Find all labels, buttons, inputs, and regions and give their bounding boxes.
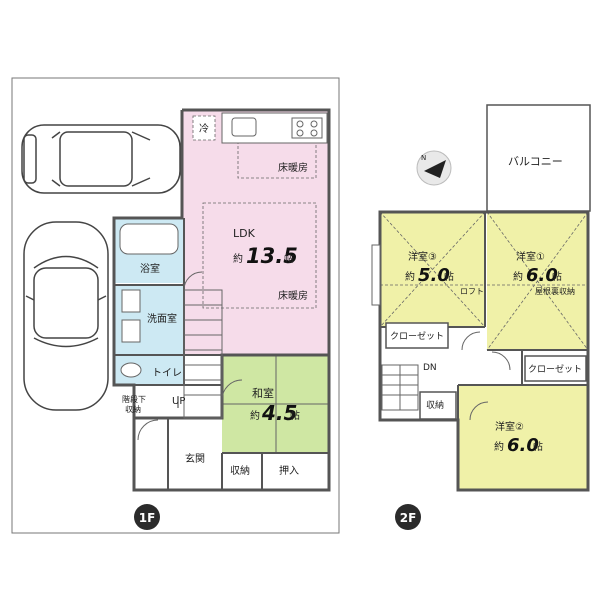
toilet-bowl — [120, 362, 142, 378]
floor-1-badge — [134, 504, 160, 530]
door-swings-1f — [137, 271, 243, 441]
room1-unit: 帖 — [552, 270, 562, 283]
washing-machine-space — [121, 319, 141, 343]
room2-prefix: 約 — [494, 440, 504, 453]
under-stair-label-1: 階段下 — [122, 394, 146, 404]
room3-label: 洋室③ — [408, 250, 437, 263]
stove-icon — [291, 117, 323, 139]
room1-prefix: 約 — [513, 270, 523, 283]
washitsu-size: 4.5 — [261, 401, 297, 425]
floor-2-badge — [395, 504, 421, 530]
car-top — [21, 124, 181, 194]
floor-1-badge-text: 1F — [139, 511, 156, 525]
closet-2 — [524, 355, 587, 382]
floor-heat-label-1: 床暖房 — [278, 161, 308, 174]
up-label: UP — [172, 396, 185, 407]
compass-icon — [416, 150, 452, 186]
bath-label: 浴室 — [140, 262, 160, 275]
bathtub — [119, 223, 179, 255]
room3-unit: 帖 — [444, 270, 454, 283]
washitsu-unit: 帖 — [290, 409, 300, 422]
sink-icon — [231, 117, 257, 137]
loft-label: ロフト — [460, 287, 484, 296]
ldk-prefix: 約 — [233, 252, 243, 265]
floor-heat-area-1 — [237, 142, 317, 179]
storage-label-1f: 収納 — [230, 464, 250, 477]
loft-lines — [379, 211, 589, 351]
ldk-unit: 帖 — [284, 252, 294, 265]
washitsu-prefix: 約 — [250, 409, 260, 422]
compass-label: N — [421, 154, 426, 162]
floor-1: 冷 — [11, 77, 340, 534]
closet-1 — [385, 322, 449, 349]
tatami-lines — [222, 355, 329, 453]
stairs-1f — [183, 289, 223, 419]
toilet-label: トイレ — [152, 368, 182, 379]
floor-heat-area-2 — [202, 202, 317, 309]
fridge-label: 冷 — [199, 122, 209, 135]
attic-label: 屋根裏収納 — [535, 286, 575, 296]
room2-label: 洋室② — [495, 420, 524, 433]
stairs-2f — [381, 364, 419, 411]
storage-2f — [419, 391, 457, 420]
car-bottom — [23, 221, 109, 411]
room3-prefix: 約 — [405, 270, 415, 283]
ldk-size: 13.5 — [246, 244, 298, 268]
room1-size: 6.0 — [526, 265, 558, 286]
ldk-area — [182, 110, 329, 355]
room2-size: 6.0 — [507, 435, 539, 456]
washroom-label: 洗面室 — [147, 312, 177, 325]
closet-label-1: クローゼット — [390, 330, 444, 342]
balcony-area — [486, 104, 591, 212]
room2-area — [458, 385, 588, 490]
entrance-label: 玄関 — [185, 452, 205, 465]
walls-2f — [378, 210, 590, 492]
room2-unit: 帖 — [533, 440, 543, 453]
door-swings-2f — [461, 331, 511, 421]
under-stair-label-2: 収納 — [125, 404, 141, 414]
balcony-label: バルコニー — [508, 155, 563, 168]
room1-label: 洋室① — [516, 250, 545, 263]
ldk-label: LDK — [233, 227, 256, 240]
floor-2: N バルコニー 洋室③ 約 5.0 帖 洋室① 約 6.0 帖 洋室② 約 6.… — [371, 104, 591, 530]
fridge-space — [192, 115, 216, 141]
washbasin — [121, 289, 141, 313]
window-2f — [371, 244, 381, 306]
floor-heat-label-2: 床暖房 — [278, 289, 308, 302]
dn-label: DN — [423, 363, 437, 373]
lot-boundary — [11, 77, 340, 534]
washitsu-label: 和室 — [252, 386, 274, 400]
room3-size: 5.0 — [418, 265, 450, 286]
closet-label-2: クローゼット — [528, 363, 582, 375]
storage-label-2f: 収納 — [426, 399, 444, 411]
oshiire-label: 押入 — [279, 464, 299, 477]
kitchen-counter — [221, 112, 328, 144]
floor-2-badge-text: 2F — [400, 511, 417, 525]
